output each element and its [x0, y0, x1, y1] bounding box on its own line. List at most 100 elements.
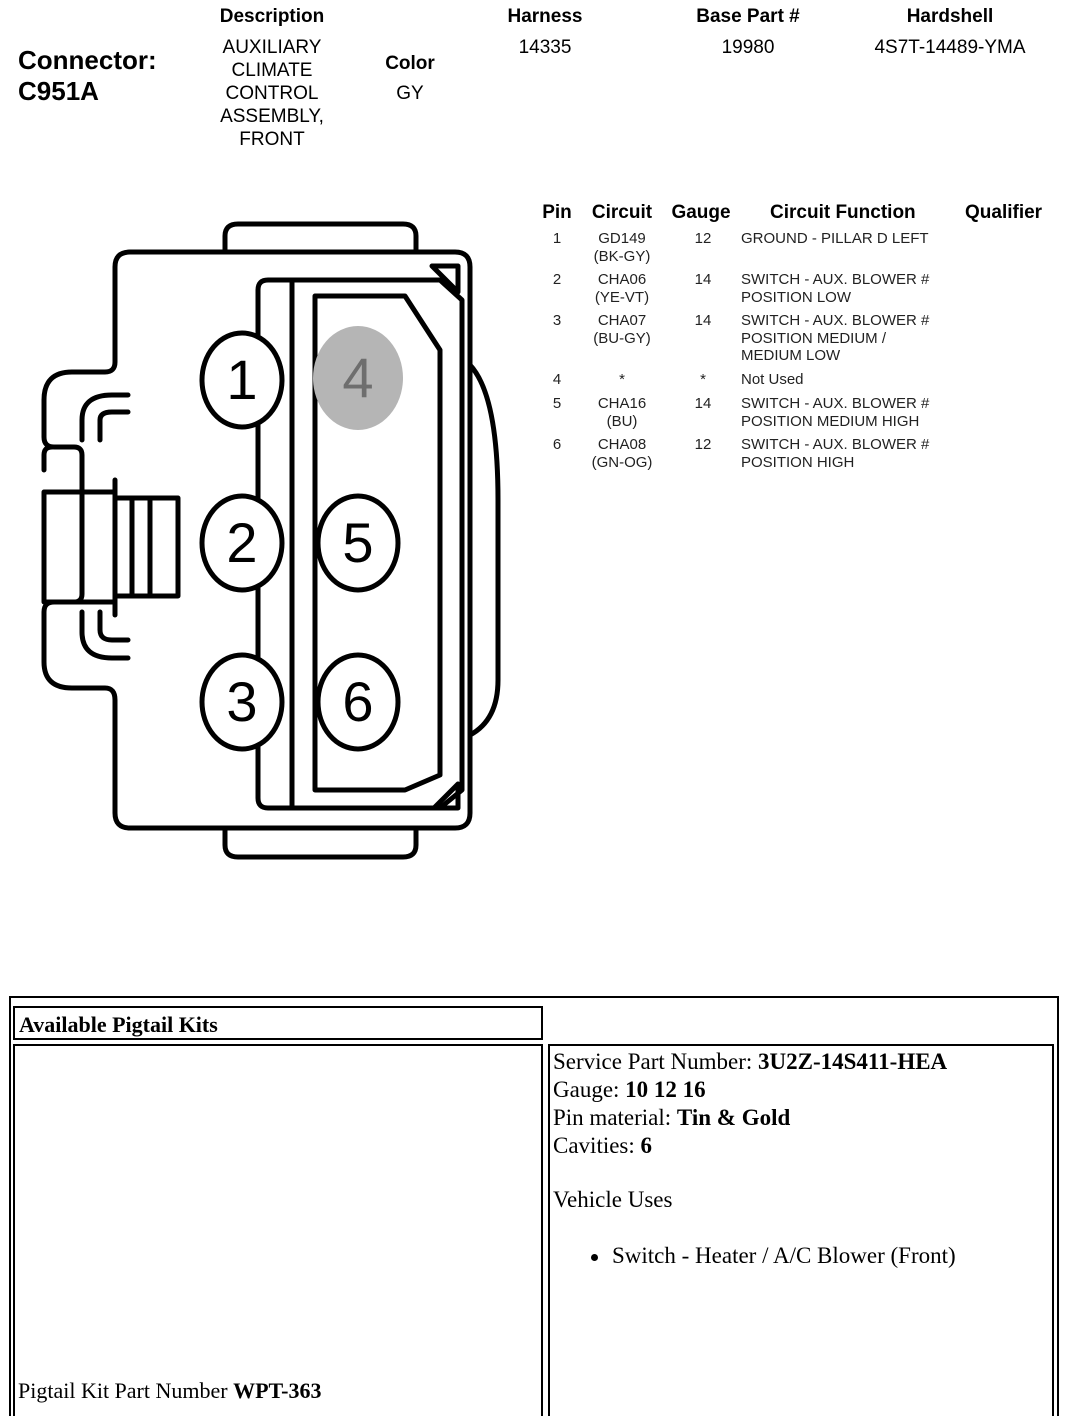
- pin-material-label: Pin material:: [553, 1105, 672, 1130]
- base-part-value: 19980: [721, 37, 775, 58]
- circuit-line: (YE-VT): [594, 288, 650, 306]
- function-header: Circuit Function: [770, 202, 916, 223]
- cavities-label: Cavities:: [553, 1133, 635, 1158]
- pin-circle: [313, 326, 403, 430]
- pin-circle: [315, 652, 401, 752]
- pin-gauge: 14: [694, 395, 712, 412]
- gauge-value: 10 12 16: [625, 1077, 706, 1102]
- pin-number: 5: [552, 395, 562, 412]
- connector-face-diagram: 1 2 3 4 5 6: [41, 221, 501, 860]
- pin-circuit: GD149(BK-GY): [577, 230, 667, 265]
- pigtail-kit-cell: Pigtail Kit Part Number WPT-363: [13, 1044, 543, 1416]
- function-line: SWITCH - AUX. BLOWER #: [741, 312, 930, 329]
- function-line: GROUND - PILLAR D LEFT: [741, 230, 929, 247]
- pigtail-kit-label: Pigtail Kit Part Number: [18, 1378, 228, 1403]
- function-line: POSITION MEDIUM /: [741, 329, 887, 347]
- pin-label: 3: [226, 670, 257, 733]
- function-line: SWITCH - AUX. BLOWER #: [741, 395, 930, 412]
- circuit-line: (BK-GY): [593, 247, 651, 265]
- qualifier-header: Qualifier: [965, 202, 1043, 223]
- pin-circle: [315, 493, 401, 593]
- hardshell-label: Hardshell: [906, 6, 994, 27]
- pin-gauge: 14: [694, 271, 712, 288]
- pin-function: SWITCH - AUX. BLOWER #POSITION MEDIUM /M…: [741, 312, 971, 365]
- circuit-line: GD149: [598, 230, 646, 247]
- vehicle-uses-label: Vehicle Uses: [553, 1187, 673, 1212]
- connector-pins: 1 2 3 4 5 6: [199, 326, 403, 752]
- circuit-line: (BU-GY): [593, 329, 651, 347]
- pigtail-kit-part: Pigtail Kit Part Number WPT-363: [18, 1378, 322, 1404]
- pin-function: SWITCH - AUX. BLOWER #POSITION LOW: [741, 271, 971, 306]
- function-line: POSITION LOW: [741, 288, 852, 306]
- pigtail-title-cell: Available Pigtail Kits: [13, 1006, 543, 1040]
- connector-label: Connector:: [18, 45, 157, 75]
- pigtail-title: Available Pigtail Kits: [19, 1012, 218, 1037]
- bullet-icon: [591, 1254, 598, 1262]
- circuit-line: CHA08: [597, 436, 647, 453]
- service-part-line: Service Part Number: 3U2Z-14S411-HEA: [553, 1048, 956, 1076]
- gauge-line: Gauge: 10 12 16: [553, 1076, 956, 1104]
- function-line: POSITION MEDIUM HIGH: [741, 412, 920, 430]
- pin-material-line: Pin material: Tin & Gold: [553, 1104, 956, 1132]
- connector-pin-2: 2: [199, 493, 285, 593]
- pin-gauge: *: [700, 371, 706, 388]
- pin-circle: [199, 652, 285, 752]
- pin-function: GROUND - PILLAR D LEFT: [741, 230, 971, 248]
- pin-number: 3: [552, 312, 562, 329]
- cavities-value: 6: [640, 1133, 653, 1158]
- base-part-label: Base Part #: [696, 6, 800, 27]
- description-line: CONTROL: [225, 83, 319, 104]
- pin-label: 5: [342, 511, 373, 574]
- hardshell-value: 4S7T-14489-YMA: [874, 37, 1026, 58]
- vehicle-use-item: Switch - Heater / A/C Blower (Front): [591, 1242, 956, 1270]
- circuit-line: (GN-OG): [591, 453, 653, 471]
- harness-label: Harness: [507, 6, 583, 27]
- pin-circuit: CHA06(YE-VT): [577, 271, 667, 306]
- gauge-header: Gauge: [671, 202, 731, 223]
- pin-circuit: CHA07(BU-GY): [577, 312, 667, 347]
- description-value: AUXILIARY CLIMATE CONTROL ASSEMBLY, FRON…: [192, 36, 352, 151]
- description-line: AUXILIARY: [222, 37, 322, 58]
- color-value: GY: [396, 83, 424, 104]
- circuit-line: *: [619, 371, 625, 388]
- gauge-label: Gauge:: [553, 1077, 620, 1102]
- connector-pin-4: 4: [313, 326, 403, 430]
- function-line: SWITCH - AUX. BLOWER #: [741, 436, 930, 453]
- pin-gauge: 14: [694, 312, 712, 329]
- description-line: FRONT: [239, 129, 305, 150]
- pin-function: SWITCH - AUX. BLOWER #POSITION HIGH: [741, 436, 971, 471]
- pin-number: 4: [552, 371, 562, 388]
- pin-number: 1: [552, 230, 562, 247]
- cavities-line: Cavities: 6: [553, 1132, 956, 1160]
- description-label: Description: [219, 6, 325, 27]
- pin-circuit: CHA16(BU): [577, 395, 667, 430]
- pigtail-outer-frame: [9, 996, 1059, 1416]
- pin-label: 6: [342, 670, 373, 733]
- connector-pin-1: 1: [199, 330, 285, 430]
- function-line: SWITCH - AUX. BLOWER #: [741, 271, 930, 288]
- circuit-header: Circuit: [591, 202, 653, 223]
- pin-function: SWITCH - AUX. BLOWER #POSITION MEDIUM HI…: [741, 395, 971, 430]
- description-line: CLIMATE: [231, 60, 313, 81]
- circuit-line: CHA06: [597, 271, 647, 288]
- pin-circuit: *: [577, 371, 667, 389]
- pin-material-value: Tin & Gold: [676, 1105, 791, 1130]
- circuit-line: CHA16: [597, 395, 647, 412]
- pin-number: 2: [552, 271, 562, 288]
- function-line: Not Used: [741, 371, 804, 388]
- vehicle-use-text: Switch - Heater / A/C Blower (Front): [612, 1243, 956, 1268]
- pigtail-spec-cell: Service Part Number: 3U2Z-14S411-HEA Gau…: [548, 1044, 1054, 1416]
- function-line: MEDIUM LOW: [741, 347, 841, 364]
- function-line: POSITION HIGH: [741, 453, 855, 471]
- pin-label: 2: [226, 511, 257, 574]
- harness-value: 14335: [518, 37, 572, 58]
- connector-pin-6: 6: [315, 652, 401, 752]
- pin-label: 4: [342, 346, 373, 409]
- description-line: ASSEMBLY,: [220, 106, 324, 127]
- connector-title: Connector: C951A: [18, 45, 157, 107]
- service-part-value: 3U2Z-14S411-HEA: [758, 1049, 948, 1074]
- service-part-label: Service Part Number:: [553, 1049, 753, 1074]
- pin-header: Pin: [542, 202, 572, 223]
- pin-function: Not Used: [741, 371, 971, 389]
- circuit-line: (BU): [606, 412, 638, 430]
